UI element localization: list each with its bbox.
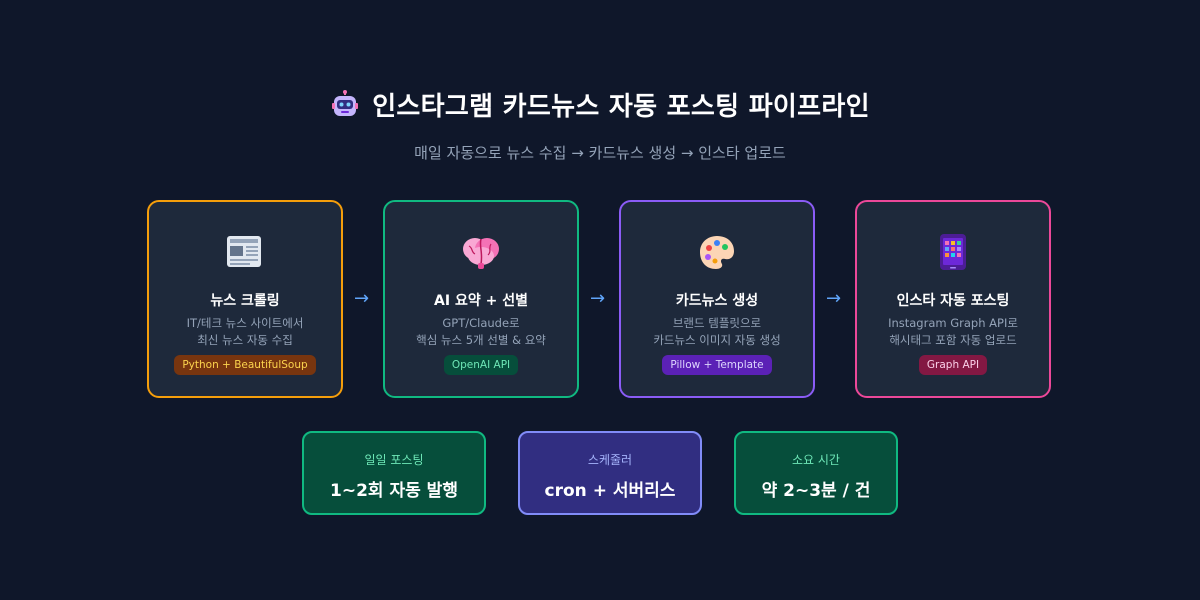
step-desc-line: 핵심 뉴스 5개 선별 & 요약: [416, 333, 546, 347]
page-subtitle: 매일 자동으로 뉴스 수집 → 카드뉴스 생성 → 인스타 업로드: [414, 143, 786, 162]
flow-arrow: →: [354, 288, 370, 309]
step-desc-line: IT/테크 뉴스 사이트에서: [186, 316, 304, 330]
robot-icon: [332, 89, 359, 116]
flow-arrow: →: [590, 288, 606, 309]
step-description: 브랜드 템플릿으로 카드뉴스 이미지 자동 생성: [627, 315, 807, 349]
step-title: 뉴스 크롤링: [210, 293, 280, 309]
step-description: Instagram Graph API로 해시태그 포함 자동 업로드: [863, 315, 1043, 349]
step-desc-line: 카드뉴스 이미지 자동 생성: [653, 333, 781, 347]
stat-label: 소요 시간: [792, 453, 840, 467]
step-desc-line: 브랜드 템플릿으로: [672, 316, 762, 330]
step-title: AI 요약 + 선별: [434, 293, 528, 309]
stat-value: 1~2회 자동 발행: [330, 481, 458, 501]
stat-value: 약 2~3분 / 건: [761, 481, 871, 501]
palette-icon: [621, 232, 813, 272]
step-card-card-generation: 카드뉴스 생성 브랜드 템플릿으로 카드뉴스 이미지 자동 생성 Pillow …: [619, 200, 815, 398]
phone-icon: [857, 232, 1049, 272]
tech-tag: Python + BeautifulSoup: [174, 355, 316, 375]
step-desc-line: 최신 뉴스 자동 수집: [197, 333, 293, 347]
step-description: GPT/Claude로 핵심 뉴스 5개 선별 & 요약: [391, 315, 571, 349]
step-title: 카드뉴스 생성: [675, 293, 759, 309]
tech-tag: Graph API: [918, 355, 988, 375]
step-card-instagram-posting: 인스타 자동 포스팅 Instagram Graph API로 해시태그 포함 …: [855, 200, 1051, 398]
flow-arrow: →: [826, 288, 842, 309]
title-text: 인스타그램 카드뉴스 자동 포스팅 파이프라인: [372, 92, 870, 122]
header: 인스타그램 카드뉴스 자동 포스팅 파이프라인 매일 자동으로 뉴스 수집 → …: [0, 86, 1200, 163]
step-card-crawling: 뉴스 크롤링 IT/테크 뉴스 사이트에서 최신 뉴스 자동 수집 Python…: [147, 200, 343, 398]
stat-label: 스케줄러: [587, 453, 633, 467]
newspaper-icon: [149, 232, 341, 272]
tech-tag: OpenAI API: [443, 355, 519, 375]
stat-daily-posting: 일일 포스팅 1~2회 자동 발행: [302, 431, 486, 515]
step-description: IT/테크 뉴스 사이트에서 최신 뉴스 자동 수집: [155, 315, 335, 349]
stat-scheduler: 스케줄러 cron + 서버리스: [518, 431, 702, 515]
stat-label: 일일 포스팅: [364, 453, 424, 467]
step-desc-line: Instagram Graph API로: [888, 316, 1018, 330]
step-card-ai-summary: AI 요약 + 선별 GPT/Claude로 핵심 뉴스 5개 선별 & 요약 …: [383, 200, 579, 398]
page-title: 인스타그램 카드뉴스 자동 포스팅 파이프라인: [330, 86, 870, 123]
tech-tag: Pillow + Template: [662, 355, 772, 375]
stat-duration: 소요 시간 약 2~3분 / 건: [734, 431, 898, 515]
step-desc-line: 해시태그 포함 자동 업로드: [889, 333, 1017, 347]
brain-icon: [385, 232, 577, 272]
stat-value: cron + 서버리스: [544, 481, 676, 501]
step-title: 인스타 자동 포스팅: [896, 293, 1010, 309]
step-desc-line: GPT/Claude로: [442, 316, 520, 330]
